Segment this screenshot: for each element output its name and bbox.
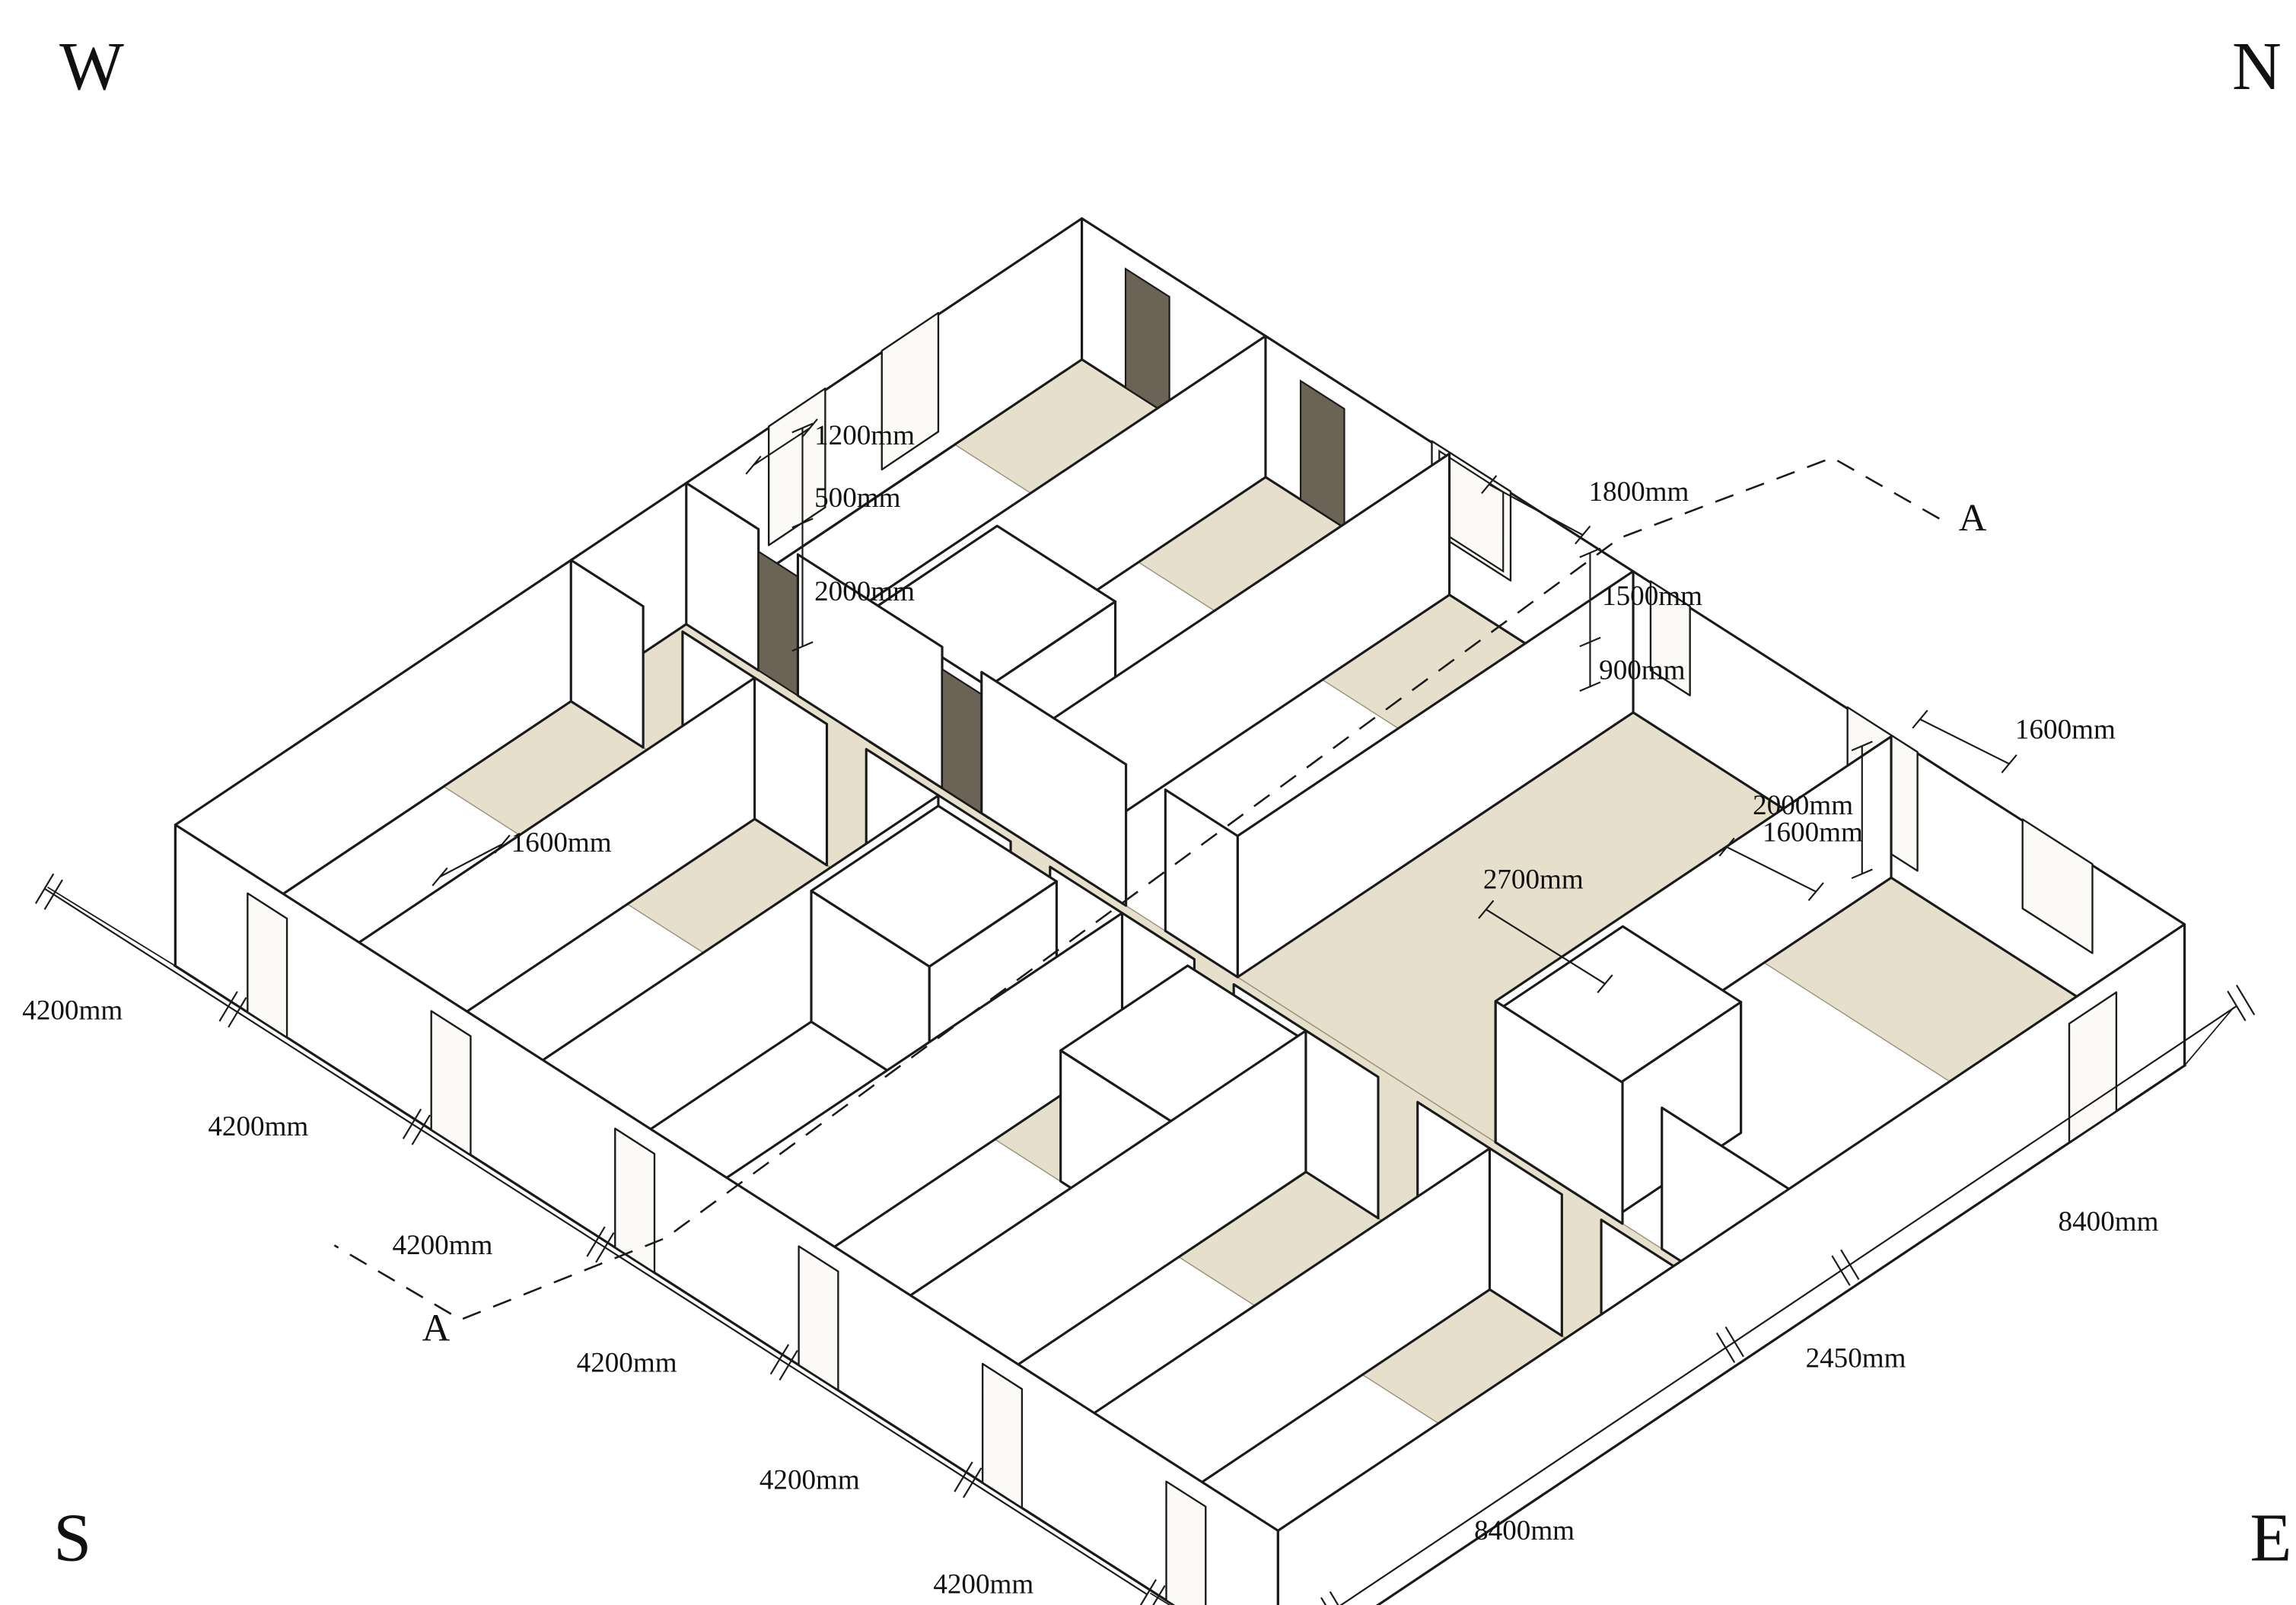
dim-label: 1600mm [1763,817,1863,848]
dim-label: 4200mm [393,1230,493,1261]
dim-label: 4200mm [22,995,123,1027]
ne-window1-dim-lines [1481,475,1601,693]
dim-label: 8400mm [1474,1515,1575,1546]
dim-label: 1800mm [1588,476,1689,508]
ne-window-4 [2021,818,2094,954]
corridor-wall-segment [796,553,944,790]
dim-label: 2000mm [1753,790,1853,821]
dim-label: 1600mm [2015,715,2116,746]
compass-east: E [2250,1500,2291,1575]
sw-door [981,1362,1024,1509]
corridor-wall-segment [569,559,645,749]
ne-window4-dim-line [1912,709,2017,774]
dim-label: 1600mm [511,827,612,858]
dim-label: 2450mm [1806,1343,1906,1374]
dim-label: 4200mm [933,1568,1033,1600]
dim-label: 1200mm [814,420,915,451]
ne-window3-dim-lines [1718,740,1873,902]
section-line [333,457,1940,1321]
corridor-door [941,667,982,815]
sw-door [430,1010,472,1156]
sw-door [1165,1480,1207,1605]
se-door [2068,991,2118,1144]
dim-label: 1500mm [1602,581,1702,612]
corridor-door [757,549,799,698]
sw-door [247,892,288,1039]
nw-window-dim-lines [745,418,818,652]
dim-label: 2700mm [1483,865,1584,896]
corridor-wall-segment [1164,788,1239,979]
compass-west: W [59,29,124,104]
se-dimension-line [1339,1005,2237,1605]
dim-label: 4200mm [759,1465,860,1496]
dim-label: 900mm [1599,654,1685,686]
compass-north: N [2232,29,2282,104]
dim-label: 500mm [814,482,900,514]
section-label-bottom: A [422,1306,451,1349]
dim-label: 4200mm [577,1347,677,1378]
dim-label: 8400mm [2059,1206,2159,1237]
corridor-wall-segment [1494,1000,1624,1225]
se-extension-line [2183,1007,2234,1066]
se-dimension-ticks [1320,984,2256,1605]
sw-extension-line [47,887,1171,1605]
corridor-wall-segment [685,482,760,672]
corridor-wall-segment [980,670,1128,907]
compass-south: S [53,1500,91,1575]
dim-label: 4200mm [208,1111,308,1142]
dim-label: 2000mm [814,576,915,607]
nw-window [881,311,940,471]
ne-window-2 [1649,580,1691,697]
w-door-dim-line [431,834,511,887]
sw-door [614,1127,656,1274]
sw-door [798,1245,839,1391]
sw-dimension-ticks [34,873,1166,1605]
pod-dim-line [1478,900,1613,994]
section-label-top: A [1959,496,1987,539]
